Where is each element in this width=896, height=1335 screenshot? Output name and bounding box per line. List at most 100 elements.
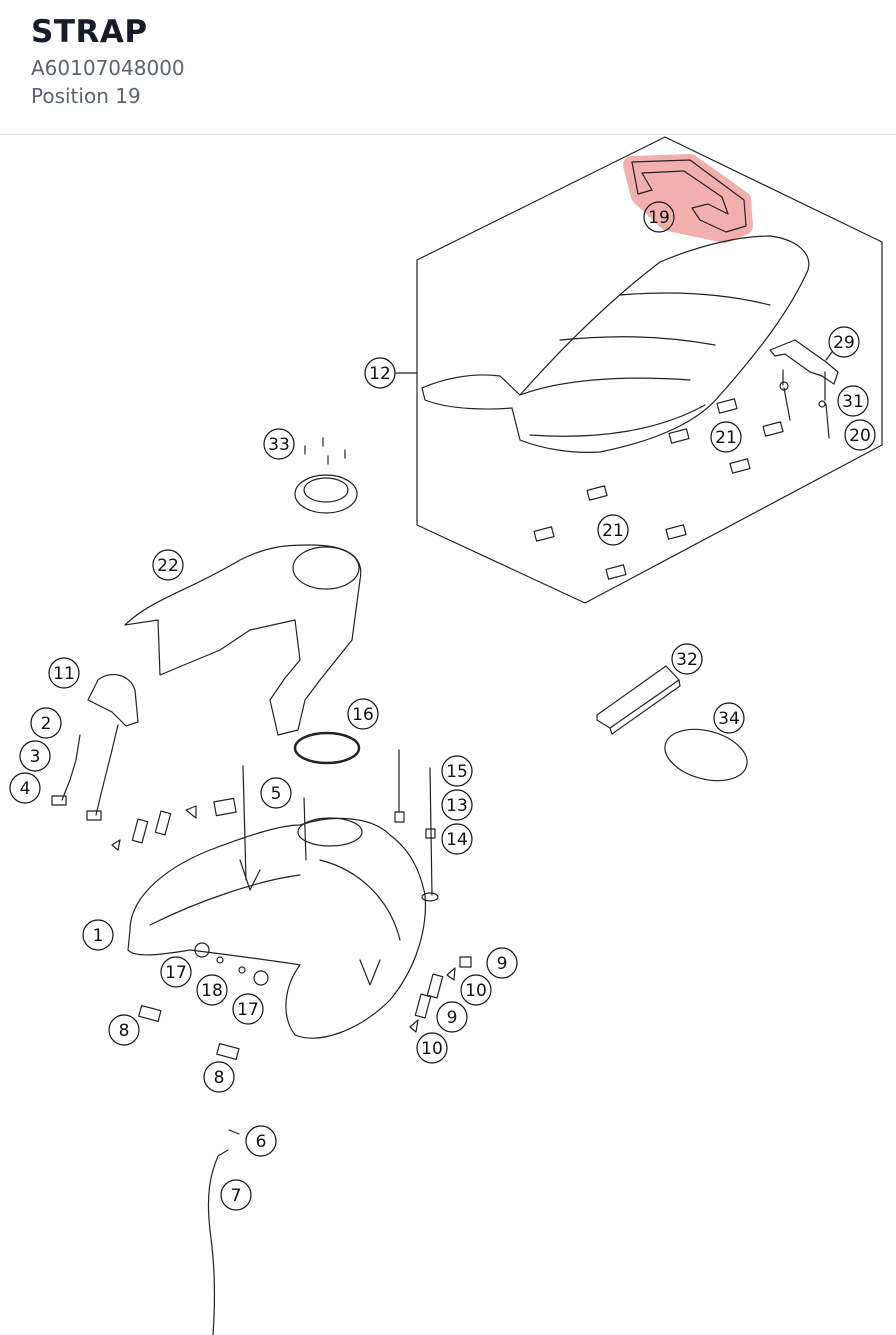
svg-text:11: 11 xyxy=(53,664,75,684)
callout[interactable]: 6 xyxy=(245,1125,277,1157)
callout[interactable]: 7 xyxy=(220,1179,252,1211)
callout[interactable]: 10 xyxy=(460,974,492,1006)
svg-text:29: 29 xyxy=(833,333,855,353)
fuel-cap-33 xyxy=(294,474,358,514)
callout[interactable]: 21 xyxy=(710,421,742,453)
callout[interactable]: 8 xyxy=(203,1061,235,1093)
svg-text:20: 20 xyxy=(849,426,871,446)
exploded-parts-diagram: 19 12 29 31 20 21 21 33 22 11 2 3 4 16 5… xyxy=(9,136,883,1335)
svg-text:4: 4 xyxy=(20,779,31,799)
callout[interactable]: 15 xyxy=(441,755,473,787)
callout[interactable]: 11 xyxy=(48,657,80,689)
leader-29 xyxy=(825,351,833,361)
callout[interactable]: 14 xyxy=(441,823,473,855)
tank-detail xyxy=(149,859,401,986)
callout[interactable]: 9 xyxy=(486,947,518,979)
clip-8b xyxy=(216,1042,240,1060)
strap-part[interactable] xyxy=(631,159,747,233)
callout[interactable]: 34 xyxy=(713,702,745,734)
washer-31 xyxy=(818,400,826,408)
tank-cover-opening xyxy=(292,546,360,590)
part-position: Position 19 xyxy=(31,84,141,108)
part-callouts: 12 29 31 20 21 21 33 22 11 2 3 4 16 5 15… xyxy=(9,326,876,1211)
callout[interactable]: 12 xyxy=(364,357,396,389)
grommet-17a xyxy=(194,942,210,958)
grommet-17b xyxy=(253,970,269,986)
clamp-6 xyxy=(228,1129,240,1135)
callout[interactable]: 5 xyxy=(260,777,292,809)
callout-19[interactable]: 19 xyxy=(643,201,675,233)
screw-2-3-4 xyxy=(61,724,119,816)
tank-filler xyxy=(297,817,363,847)
seat-screw-left xyxy=(782,369,791,421)
svg-text:32: 32 xyxy=(676,650,698,670)
gasket-16 xyxy=(293,731,361,765)
callout[interactable]: 2 xyxy=(30,707,62,739)
svg-text:6: 6 xyxy=(256,1132,267,1152)
svg-text:33: 33 xyxy=(268,435,290,455)
callout[interactable]: 32 xyxy=(671,643,703,675)
grommet-4 xyxy=(51,795,67,806)
svg-text:12: 12 xyxy=(369,364,391,384)
seat-detail xyxy=(519,292,771,437)
washer-18 xyxy=(216,956,224,964)
nut-14 xyxy=(425,828,436,839)
svg-text:13: 13 xyxy=(446,796,468,816)
svg-text:21: 21 xyxy=(602,521,624,541)
callout[interactable]: 18 xyxy=(196,974,228,1006)
svg-text:10: 10 xyxy=(421,1039,443,1059)
svg-text:9: 9 xyxy=(497,954,508,974)
svg-text:8: 8 xyxy=(119,1021,130,1041)
bolt-15 xyxy=(398,749,433,896)
svg-text:19: 19 xyxy=(648,208,670,228)
callout[interactable]: 29 xyxy=(828,326,860,358)
svg-text:17: 17 xyxy=(165,963,187,983)
callout[interactable]: 17 xyxy=(160,956,192,988)
svg-text:9: 9 xyxy=(447,1008,458,1028)
callout[interactable]: 1 xyxy=(82,919,114,951)
clip-8a xyxy=(138,1004,162,1022)
callout[interactable]: 9 xyxy=(436,1001,468,1033)
callout[interactable]: 17 xyxy=(232,993,264,1025)
svg-text:10: 10 xyxy=(465,981,487,1001)
svg-text:7: 7 xyxy=(231,1186,242,1206)
callout[interactable]: 4 xyxy=(9,772,41,804)
callout[interactable]: 8 xyxy=(108,1014,140,1046)
fuel-tank-1 xyxy=(127,817,427,1039)
svg-text:8: 8 xyxy=(214,1068,225,1088)
svg-text:18: 18 xyxy=(201,981,223,1001)
rubber-blocks-21 xyxy=(533,398,784,580)
callout[interactable]: 20 xyxy=(844,419,876,451)
svg-text:34: 34 xyxy=(718,709,740,729)
callout[interactable]: 16 xyxy=(347,698,379,730)
sticker-34 xyxy=(664,728,748,782)
svg-text:1: 1 xyxy=(93,926,104,946)
svg-text:16: 16 xyxy=(352,705,374,725)
svg-text:31: 31 xyxy=(842,392,864,412)
svg-text:15: 15 xyxy=(446,762,468,782)
washer-18b xyxy=(238,966,246,974)
tool-bag-32 xyxy=(596,665,681,735)
svg-text:5: 5 xyxy=(271,784,282,804)
callout[interactable]: 21 xyxy=(597,514,629,546)
seat-screw-right xyxy=(824,371,830,439)
washer-left xyxy=(779,381,789,391)
rubber-pads xyxy=(111,797,472,1033)
callout[interactable]: 10 xyxy=(416,1032,448,1064)
callout[interactable]: 33 xyxy=(263,428,295,460)
grommet-4b xyxy=(86,810,102,821)
part-number: A60107048000 xyxy=(31,56,185,80)
svg-text:17: 17 xyxy=(237,1000,259,1020)
callout[interactable]: 22 xyxy=(152,549,184,581)
tank-mount xyxy=(421,892,439,902)
spacer-14 xyxy=(394,811,405,823)
callout[interactable]: 13 xyxy=(441,789,473,821)
svg-text:21: 21 xyxy=(715,428,737,448)
svg-text:3: 3 xyxy=(30,747,41,767)
seat-part xyxy=(421,235,810,453)
callout[interactable]: 3 xyxy=(19,740,51,772)
svg-text:2: 2 xyxy=(41,714,52,734)
part-header: STRAP A60107048000 Position 19 xyxy=(0,0,896,135)
svg-text:22: 22 xyxy=(157,556,179,576)
callout[interactable]: 31 xyxy=(837,385,869,417)
